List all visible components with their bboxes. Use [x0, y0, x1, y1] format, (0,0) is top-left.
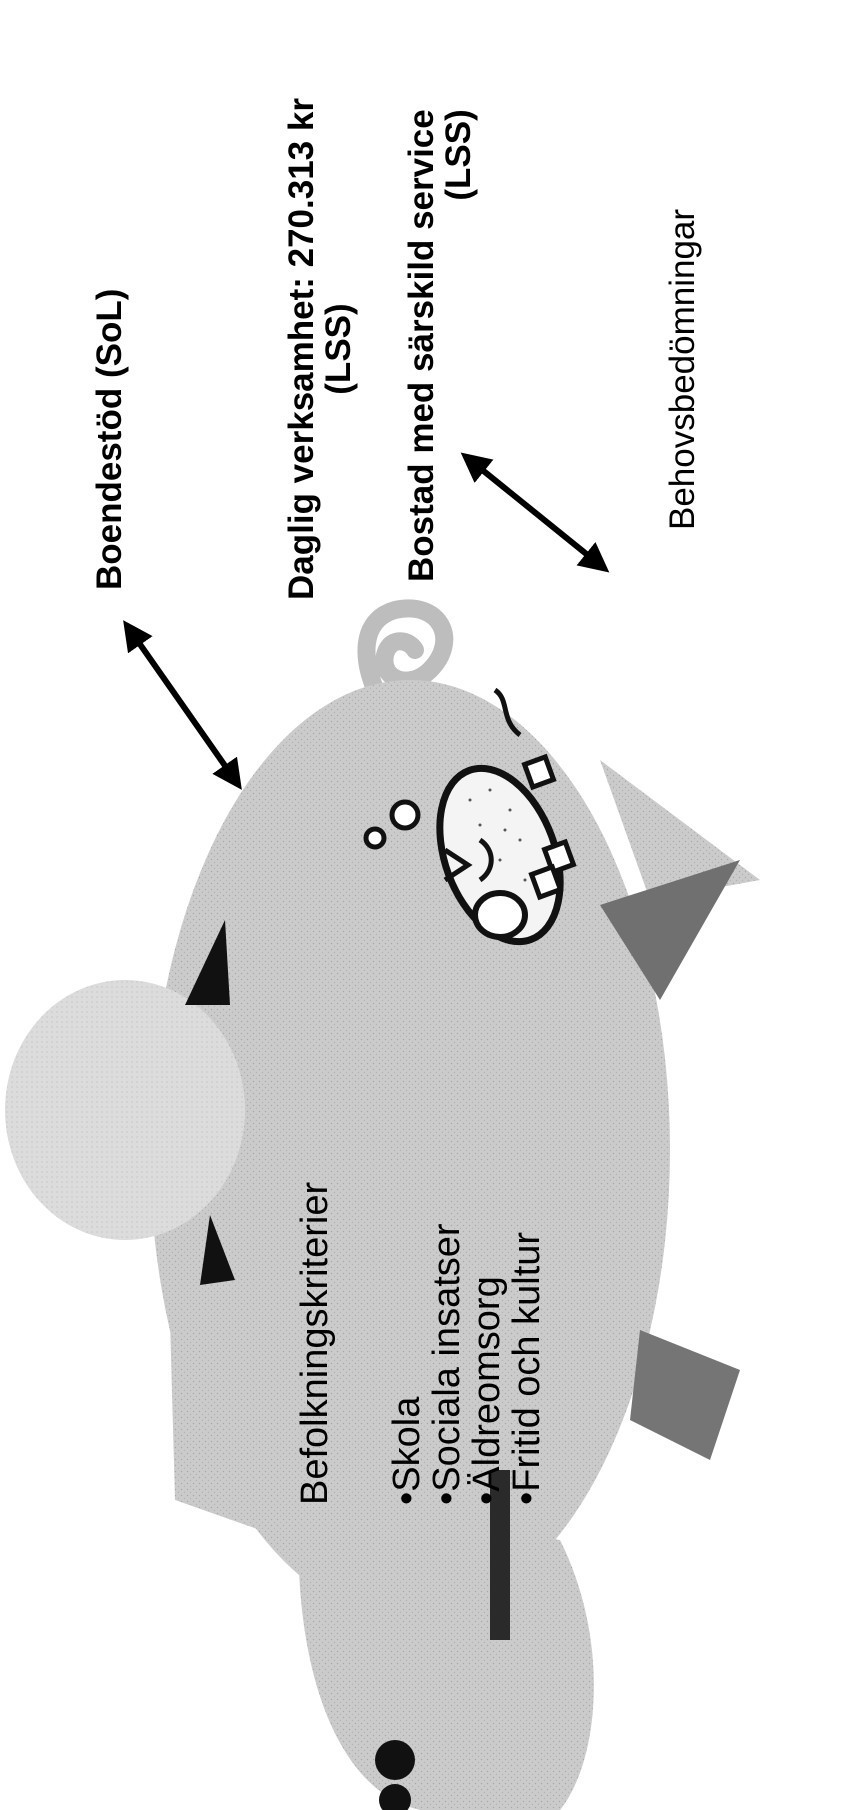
pig-nostril-1: [375, 1740, 415, 1780]
pig-leg-dark-2: [630, 1330, 740, 1460]
list-item: •Skola: [388, 1182, 428, 1505]
double-arrow-icon-2: [470, 460, 600, 565]
label-daglig-verksamhet: Daglig verksamhet: 270.313 kr (LSS): [284, 98, 358, 600]
pig-bullet-list: •Skola •Sociala insatser •Äldreomsorg •F…: [388, 1182, 548, 1505]
bubble-icon-large: [392, 802, 418, 828]
pig-title: Befolkningskriterier: [296, 1182, 336, 1505]
list-item: •Äldreomsorg: [468, 1182, 508, 1505]
list-item: •Fritid och kultur: [508, 1182, 548, 1505]
pig-head: [299, 1500, 594, 1810]
label-daglig-line1: Daglig verksamhet: 270.313 kr: [284, 98, 321, 600]
pig-leg-hind-light: [600, 760, 760, 900]
label-boendestod: Boendestöd (SoL): [92, 289, 129, 590]
list-item: •Sociala insatser: [428, 1182, 468, 1505]
bubble-icon-small: [366, 829, 384, 847]
label-bostad-line1: Bostad med särskild service: [404, 109, 441, 582]
pig-text: Befolkningskriterier •Skola •Sociala ins…: [296, 1182, 547, 1505]
label-behovsbedomningar: Behovsbedömningar: [665, 209, 702, 530]
label-bostad-line2: (LSS): [441, 109, 478, 582]
label-bostad: Bostad med särskild service (LSS): [404, 109, 478, 582]
double-arrow-icon-1: [130, 630, 235, 780]
label-daglig-line2: (LSS): [321, 98, 358, 600]
pig-ear: [5, 980, 245, 1240]
